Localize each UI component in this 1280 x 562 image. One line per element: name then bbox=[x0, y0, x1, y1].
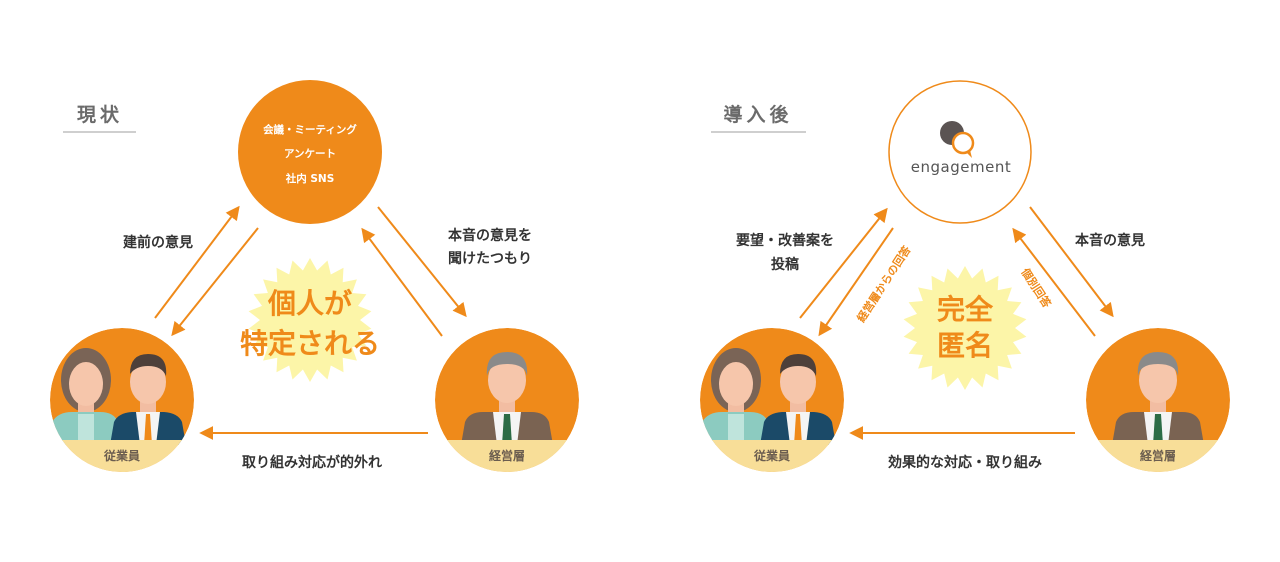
before-title: 現状 bbox=[77, 103, 123, 126]
engagement-logo-icon bbox=[940, 121, 975, 158]
headline-line1: 完全 bbox=[937, 293, 994, 326]
bottom-arrow-label: 効果的な対応・取り組み bbox=[888, 454, 1042, 471]
starburst bbox=[903, 266, 1027, 390]
arrow-employees-to-channels bbox=[154, 205, 240, 319]
employees-label: 従業員 bbox=[753, 448, 790, 463]
starburst bbox=[248, 258, 372, 382]
arrow-channels-to-employees bbox=[171, 227, 259, 337]
employees-illustration: 従業員 bbox=[42, 328, 202, 480]
after-title: 導入後 bbox=[723, 103, 792, 126]
return-from-executives-label: 経営層からの回答 bbox=[854, 242, 914, 324]
channel-sns: 社内 SNS bbox=[285, 172, 335, 185]
executive-illustration: 経営層 bbox=[1078, 328, 1238, 480]
left-arrow-label-line1: 要望・改善案を bbox=[736, 232, 834, 249]
right-arrow-label-line2: 聞けたつもり bbox=[448, 251, 532, 267]
right-arrow-label-line1: 本音の意見を bbox=[448, 227, 532, 244]
engagement-circle: engagement bbox=[888, 80, 1032, 224]
headline-line2: 特定される bbox=[240, 327, 380, 360]
arrow-channels-to-executives bbox=[377, 206, 467, 318]
left-arrow-label-line2: 投稿 bbox=[771, 256, 799, 273]
channel-meeting: 会議・ミーティング bbox=[263, 123, 357, 136]
executives-label: 経営層 bbox=[1140, 448, 1176, 463]
arrow-engagement-to-executives bbox=[1029, 206, 1114, 318]
executive-illustration: 経営層 bbox=[427, 328, 587, 480]
arrow-executives-to-channels bbox=[361, 227, 443, 337]
after-panel: 導入後 engagement 完全 匿名 要望・改善案を 投稿 本音の意見 効果… bbox=[692, 80, 1238, 480]
arrow-engagement-to-employees bbox=[818, 227, 894, 337]
channel-survey: アンケート bbox=[284, 148, 336, 160]
engagement-logo-text: engagement bbox=[911, 158, 1011, 176]
executives-label: 経営層 bbox=[489, 448, 525, 463]
before-panel: 現状 会議・ミーティング アンケート 社内 SNS 個人が 特定される 建前の意… bbox=[42, 80, 587, 480]
bottom-arrow-label: 取り組み対応が的外れ bbox=[242, 454, 382, 471]
right-arrow-label: 本音の意見 bbox=[1075, 232, 1145, 249]
arrow-employees-to-engagement bbox=[799, 207, 888, 319]
headline-line2: 匿名 bbox=[937, 329, 993, 362]
channels-circle: 会議・ミーティング アンケート 社内 SNS bbox=[238, 80, 382, 224]
arrow-executives-to-engagement bbox=[1012, 227, 1096, 337]
employees-label: 従業員 bbox=[103, 448, 140, 463]
left-arrow-label: 建前の意見 bbox=[123, 234, 193, 251]
individual-reply-label: 個別回答 bbox=[1018, 265, 1055, 311]
headline-line1: 個人が bbox=[267, 287, 352, 320]
employees-illustration: 従業員 bbox=[692, 328, 852, 480]
